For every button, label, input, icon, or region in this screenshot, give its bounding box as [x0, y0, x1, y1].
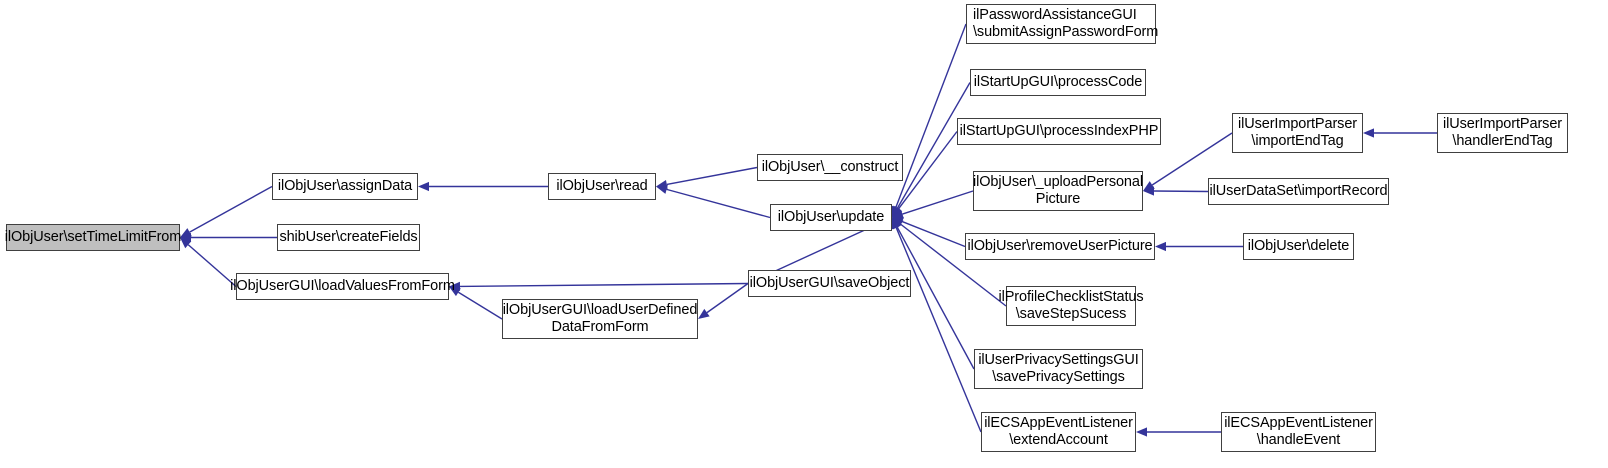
edge-savePrivacySettings-to-update: [896, 226, 975, 370]
edge-arrowhead: [698, 308, 710, 319]
edge-arrowhead: [418, 181, 429, 192]
graph-node-read[interactable]: ilObjUser\read: [548, 173, 656, 200]
edge-processIndexPHP-to-update: [898, 131, 958, 210]
edge-update-to-read: [666, 188, 771, 219]
edge-saveObject-to-loadValuesFromForm: [459, 282, 749, 288]
edge-saveObject-to-loadUserDefined: [706, 282, 749, 314]
edge-arrowhead: [1136, 427, 1147, 437]
graph-node-processCode[interactable]: ilStartUpGUI\processCode: [970, 69, 1146, 96]
edge-arrowhead: [656, 184, 668, 194]
edge-processCode-to-update: [896, 82, 971, 209]
edge-arrowhead: [180, 228, 192, 238]
graph-node-loadValuesFromForm[interactable]: ilObjUserGUI\loadValuesFromForm: [230, 273, 455, 300]
edge-uploadPersonalPicture-to-update: [902, 190, 974, 215]
edge-arrowhead: [892, 217, 902, 230]
graph-node-handleEvent[interactable]: ilECSAppEventListener \handleEvent: [1221, 412, 1376, 452]
edge-loadUserDefined-to-loadValuesFromForm: [458, 291, 503, 320]
edge-arrowhead: [1143, 186, 1154, 196]
edge-arrowhead: [892, 217, 904, 228]
edge-arrowhead: [180, 237, 192, 249]
graph-node-extendAccount[interactable]: ilECSAppEventListener \extendAccount: [981, 412, 1136, 452]
edge-arrowhead: [1143, 181, 1155, 191]
edge-arrowhead: [892, 205, 903, 218]
edge-removeUserPicture-to-update: [901, 220, 966, 248]
graph-node-assignData[interactable]: ilObjUser\assignData: [272, 173, 418, 200]
edge-arrowhead: [892, 209, 904, 219]
edge-arrowhead: [180, 232, 191, 243]
graph-node-uploadPersonalPicture[interactable]: ilObjUser\_uploadPersonal Picture: [973, 171, 1143, 211]
graph-node-update[interactable]: ilObjUser\update: [770, 204, 892, 231]
graph-node-construct[interactable]: ilObjUser\__construct: [757, 154, 903, 181]
edge-loadValuesFromForm-to-setTimeLimitFrom: [187, 244, 237, 288]
edge-arrowhead: [1155, 241, 1166, 252]
graph-node-handlerEndTag[interactable]: ilUserImportParser \handlerEndTag: [1437, 113, 1568, 153]
graph-node-submitAssignPassword[interactable]: ilPasswordAssistanceGUI \submitAssignPas…: [966, 4, 1158, 44]
edge-construct-to-read: [666, 166, 758, 186]
graph-node-processIndexPHP[interactable]: ilStartUpGUI\processIndexPHP: [957, 118, 1161, 145]
graph-node-saveStepSucess[interactable]: ilProfileChecklistStatus \saveStepSucess: [998, 286, 1144, 326]
graph-node-loadUserDefined[interactable]: ilObjUserGUI\loadUserDefined DataFromFor…: [502, 299, 698, 339]
edge-arrowhead: [891, 217, 901, 230]
graph-node-setTimeLimitFrom[interactable]: ilObjUser\setTimeLimitFrom: [5, 224, 181, 251]
graph-node-saveObject[interactable]: ilObjUserGUI\saveObject: [748, 270, 911, 297]
edge-arrowhead: [892, 217, 904, 226]
edge-arrowhead: [892, 205, 902, 218]
edge-submitAssignPassword-to-update: [895, 23, 967, 208]
edge-importRecord-to-uploadPersonalPicture: [1153, 190, 1209, 193]
graph-node-createFields[interactable]: shibUser\createFields: [277, 224, 420, 251]
graph-node-removeUserPicture[interactable]: ilObjUser\removeUserPicture: [965, 233, 1155, 260]
graph-node-savePrivacySettings[interactable]: ilUserPrivacySettingsGUI \savePrivacySet…: [974, 349, 1143, 389]
graph-node-importRecord[interactable]: ilUserDataSet\importRecord: [1208, 178, 1389, 205]
edge-arrowhead: [891, 205, 901, 218]
edge-arrowhead: [1363, 128, 1374, 138]
edge-assignData-to-setTimeLimitFrom: [189, 185, 273, 233]
edge-arrowhead: [656, 179, 668, 189]
graph-node-delete[interactable]: ilObjUser\delete: [1243, 233, 1354, 260]
graph-node-importEndTag[interactable]: ilUserImportParser \importEndTag: [1232, 113, 1363, 153]
